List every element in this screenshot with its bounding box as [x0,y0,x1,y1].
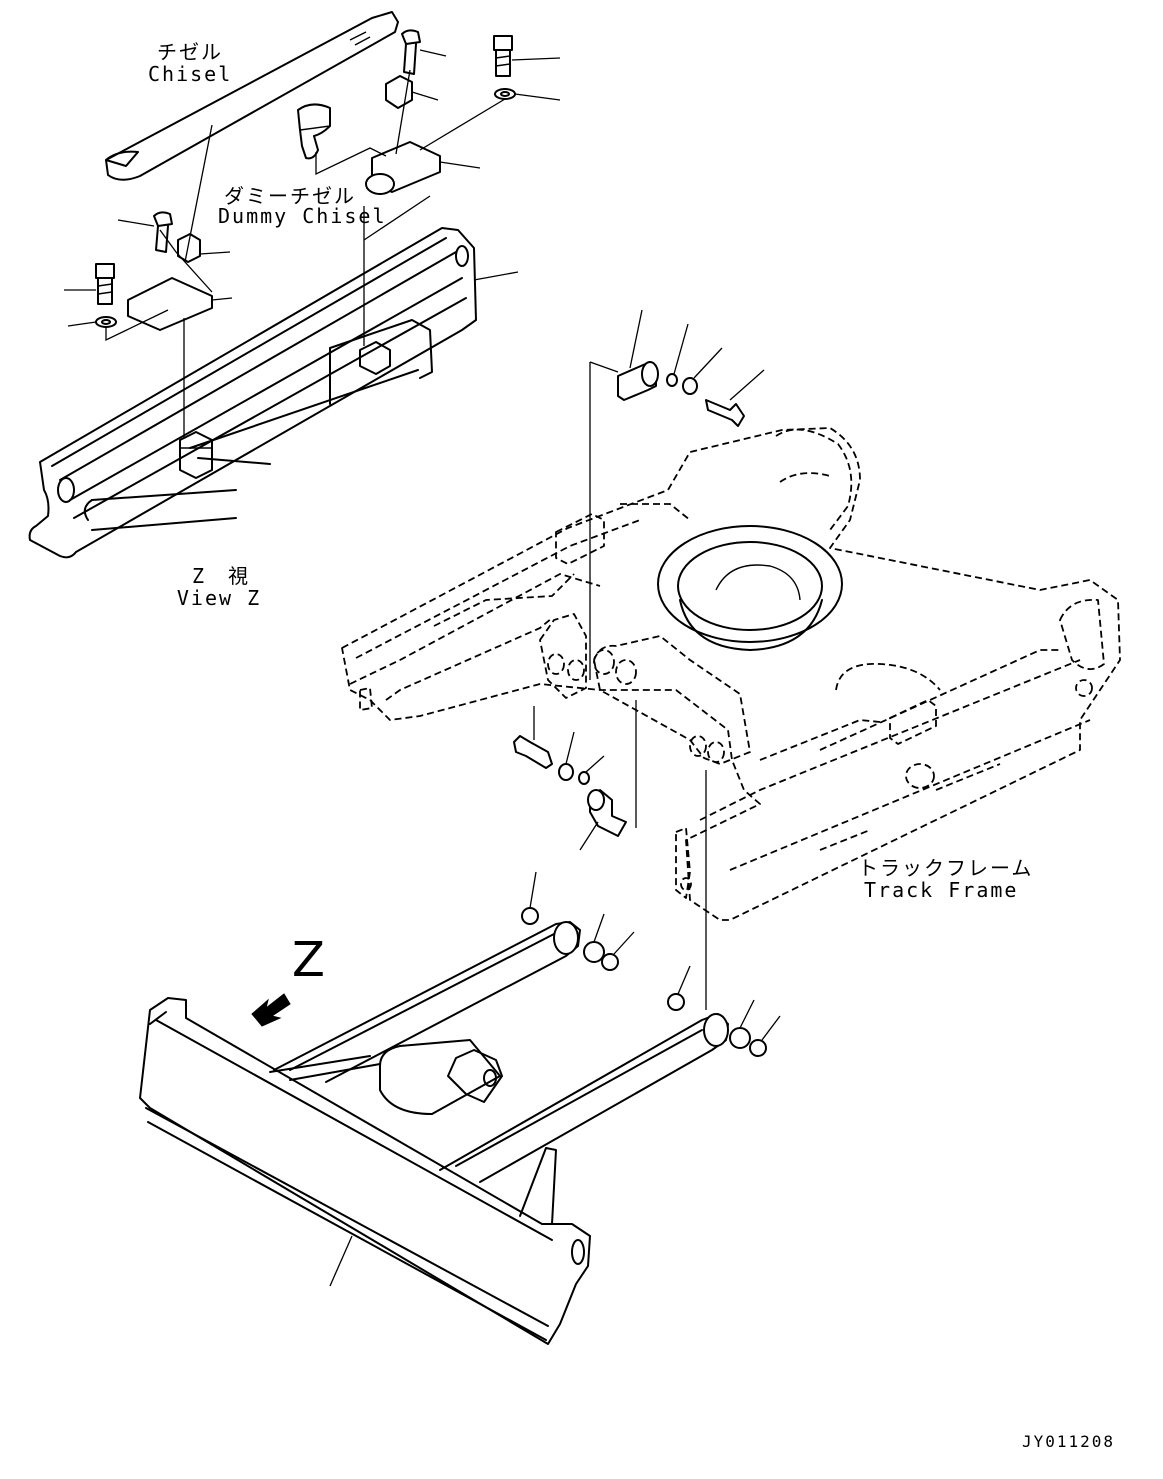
dummy-chisel-label-jp: ダミーチゼル [224,184,356,208]
lower-link-bolt [513,706,553,769]
chisel-label-jp: チゼル [157,40,223,64]
chisel-leader [184,124,213,263]
upper-pin [617,309,659,401]
upper-washer-guide [419,98,506,151]
view-z-clip [177,233,231,263]
lower-washer-small [578,755,605,785]
left-seal-outer [521,871,539,925]
view-arrow-letter: Z [292,932,325,988]
dummy-chisel-plug [297,103,331,160]
lower-pin [579,789,627,851]
dummy-chisel-leader [315,147,387,176]
upper-washer-large [682,347,723,395]
blade-arm-left [273,921,581,1083]
view-z-bolt-left [64,263,115,305]
view-z-label-en: View Z [176,586,262,610]
track-frame-label-jp: トラックフレーム [858,856,1034,880]
upper-clip [385,75,439,109]
upper-bolt-guide [395,69,411,155]
view-z-blade-beam [28,227,477,559]
view-z-holder [127,277,233,331]
chisel [105,11,399,181]
view-z-mount-block-right [359,341,391,375]
upper-washer-small [666,323,689,387]
view-z-washer [67,316,117,328]
upper-bolt [401,29,447,75]
blade-arm-right [439,1013,729,1183]
swing-circle-ring [657,525,843,651]
upper-washer [494,88,561,101]
right-seal [749,1015,781,1057]
lower-washer-large [558,731,575,781]
dozer-blade [139,997,591,1345]
upper-bolt-right [493,35,561,77]
track-frame [341,427,1121,921]
dummy-chisel-label-en: Dummy Chisel [218,204,387,228]
view-z-mount-block [179,431,213,479]
dummy-chisel-holder [365,141,481,195]
cross-tube [379,1039,503,1115]
left-seal [601,931,635,971]
upper-link-bolt [705,369,765,427]
view-z-bolt [117,211,173,253]
drawing-number: JY011208 [1022,1432,1116,1451]
view-direction-arrow-icon [251,993,291,1027]
view-z-label-jp: Z 視 [191,564,251,588]
track-frame-label-en: Track Frame [864,878,1019,902]
chisel-label-en: Chisel [148,62,233,86]
right-bushing [729,999,755,1049]
right-seal-outer [667,965,691,1011]
left-bushing [583,913,605,963]
